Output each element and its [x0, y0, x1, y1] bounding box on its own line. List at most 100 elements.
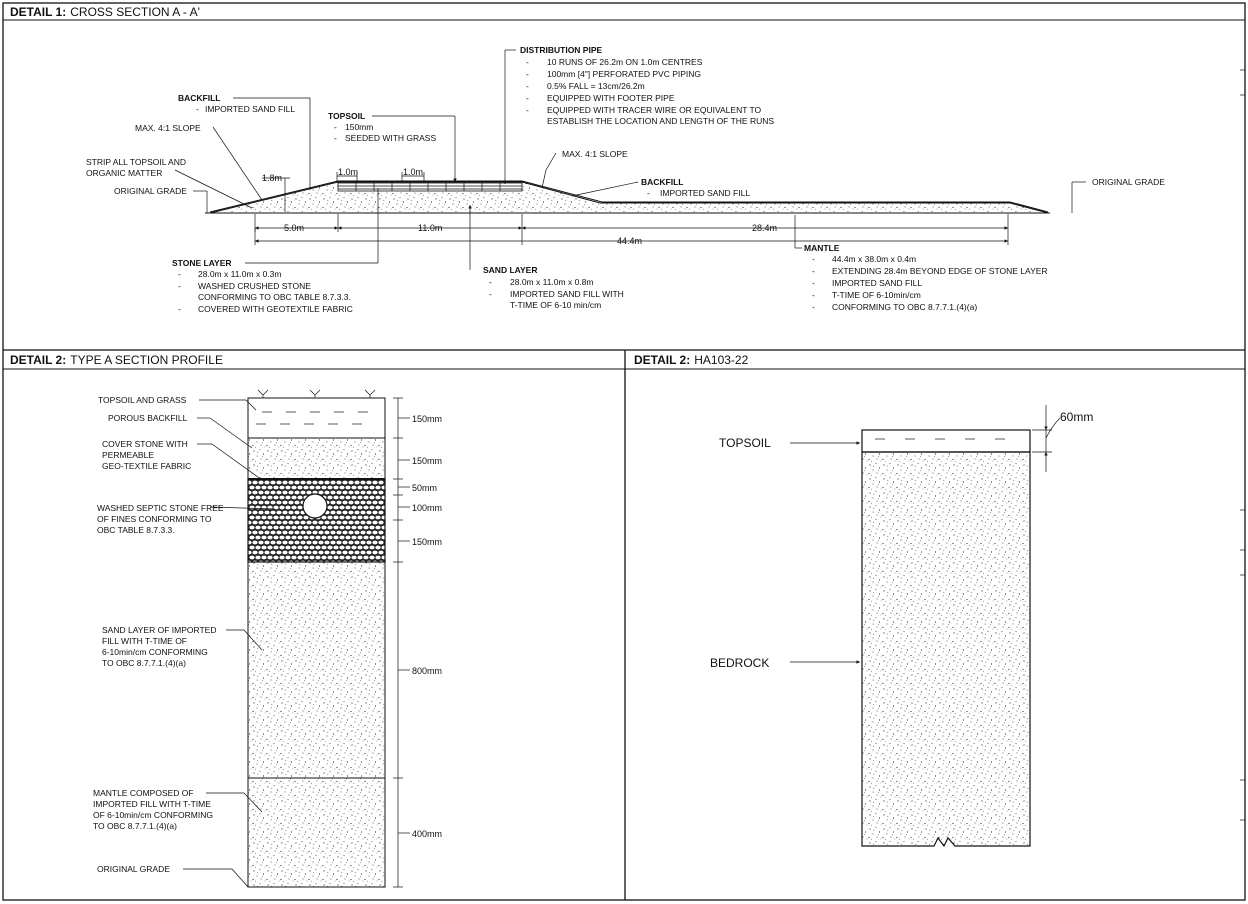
dim-1-0m-b: 1.0m	[403, 167, 423, 177]
profile-column	[247, 389, 386, 888]
dim-28-4m: 28.4m	[752, 223, 777, 233]
svg-text:OF 6-10min/cm CONFORMING: OF 6-10min/cm CONFORMING	[93, 810, 213, 820]
dim-1-8m: 1.8m	[262, 173, 282, 183]
max-slope-right-label: MAX. 4:1 SLOPE	[562, 149, 628, 159]
pipe-marks	[355, 183, 501, 191]
original-grade-right-label: ORIGINAL GRADE	[1092, 177, 1165, 187]
svg-text:CONFORMING TO OBC 8.7.7.1.(4)(: CONFORMING TO OBC 8.7.7.1.(4)(a)	[832, 302, 977, 312]
svg-text:28.0m x 11.0m x 0.3m: 28.0m x 11.0m x 0.3m	[198, 269, 281, 279]
svg-text:IMPORTED SAND FILL: IMPORTED SAND FILL	[832, 278, 922, 288]
cross-section-dimensions	[254, 172, 1009, 245]
dim-44-4m: 44.4m	[617, 236, 642, 246]
svg-text:COVER STONE WITH: COVER STONE WITH	[102, 439, 188, 449]
svg-text:0.5% FALL = 13cm/26.2m: 0.5% FALL = 13cm/26.2m	[547, 81, 645, 91]
strip-topsoil-callout: STRIP ALL TOPSOIL AND ORGANIC MATTER	[86, 157, 186, 178]
svg-text:PERMEABLE: PERMEABLE	[102, 450, 154, 460]
svg-text:-: -	[526, 81, 529, 91]
svg-text:150mm: 150mm	[345, 122, 373, 132]
profile-dim-4: 100mm	[412, 503, 442, 513]
svg-text:-: -	[526, 69, 529, 79]
svg-text:TOPSOIL: TOPSOIL	[328, 111, 365, 121]
svg-text:EQUIPPED WITH FOOTER PIPE: EQUIPPED WITH FOOTER PIPE	[547, 93, 675, 103]
svg-text:FILL WITH T-TIME OF: FILL WITH T-TIME OF	[102, 636, 187, 646]
topsoil-callout: TOPSOIL -150mm -SEEDED WITH GRASS	[328, 111, 436, 143]
sand-layer-callout: SAND LAYER - 28.0m x 11.0m x 0.8m - IMPORT…	[483, 265, 624, 310]
backfill-left-callout: BACKFILL -IMPORTED SAND FILL	[178, 93, 295, 114]
ha103-dim-60mm: 60mm	[1060, 410, 1093, 424]
svg-text:-: -	[178, 281, 181, 291]
svg-text:STRIP ALL TOPSOIL AND: STRIP ALL TOPSOIL AND	[86, 157, 186, 167]
svg-text:IMPORTED SAND FILL WITH: IMPORTED SAND FILL WITH	[510, 289, 624, 299]
profile-stone	[247, 478, 386, 563]
backfill-right-callout: BACKFILL -IMPORTED SAND FILL	[641, 177, 750, 198]
svg-text:-: -	[334, 122, 337, 132]
profile-pipe	[302, 493, 328, 519]
svg-text:-: -	[812, 302, 815, 312]
svg-text:-: -	[489, 289, 492, 299]
profile-cover-stone-label: COVER STONE WITH PERMEABLE GEO-TEXTILE F…	[102, 439, 191, 471]
svg-text:ESTABLISH THE LOCATION AND LEN: ESTABLISH THE LOCATION AND LENGTH OF THE…	[547, 116, 774, 126]
profile-mantle	[247, 777, 386, 888]
original-grade-left-label: ORIGINAL GRADE	[114, 186, 187, 196]
svg-text:10 RUNS OF 26.2m ON 1.0m CENTR: 10 RUNS OF 26.2m ON 1.0m CENTRES	[547, 57, 703, 67]
dim-1-0m-a: 1.0m	[338, 167, 358, 177]
svg-text:WASHED CRUSHED STONE: WASHED CRUSHED STONE	[198, 281, 311, 291]
max-slope-left-label: MAX. 4:1 SLOPE	[135, 123, 201, 133]
profile-dim-3: 50mm	[412, 483, 437, 493]
svg-text:-: -	[812, 290, 815, 300]
svg-text:-: -	[196, 104, 199, 114]
svg-text:-: -	[812, 278, 815, 288]
svg-text:WASHED SEPTIC STONE FREE: WASHED SEPTIC STONE FREE	[97, 503, 224, 513]
ha103-topsoil-label: TOPSOIL	[719, 436, 771, 450]
svg-text:GEO-TEXTILE FABRIC: GEO-TEXTILE FABRIC	[102, 461, 191, 471]
svg-text:TO OBC 8.7.7.1.(4)(a): TO OBC 8.7.7.1.(4)(a)	[102, 658, 186, 668]
svg-text:28.0m x 11.0m x 0.8m: 28.0m x 11.0m x 0.8m	[510, 277, 593, 287]
dim-11-0m: 11.0m	[418, 223, 442, 233]
profile-washed-stone-label: WASHED SEPTIC STONE FREE OF FINES CONFOR…	[97, 503, 224, 535]
svg-text:44.4m x 38.0m x 0.4m: 44.4m x 38.0m x 0.4m	[832, 254, 916, 264]
svg-text:EXTENDING 28.4m BEYOND EDGE OF: EXTENDING 28.4m BEYOND EDGE OF STONE LAY…	[832, 266, 1048, 276]
profile-topsoil	[247, 397, 386, 439]
profile-mantle-label: MANTLE COMPOSED OF IMPORTED FILL WITH T-…	[93, 788, 213, 831]
svg-text:-: -	[489, 277, 492, 287]
svg-text:IMPORTED SAND FILL: IMPORTED SAND FILL	[660, 188, 750, 198]
svg-text:-: -	[526, 93, 529, 103]
stone-bed	[337, 182, 523, 192]
ha103-topsoil	[861, 429, 1031, 453]
profile-dim-2: 150mm	[412, 456, 442, 466]
svg-text:DISTRIBUTION PIPE: DISTRIBUTION PIPE	[520, 45, 603, 55]
profile-topsoil-label: TOPSOIL AND GRASS	[98, 395, 187, 405]
profile-sand-layer-label: SAND LAYER OF IMPORTED FILL WITH T-TIME …	[102, 625, 216, 668]
svg-text:100mm [4"] PERFORATED PVC PIPI: 100mm [4"] PERFORATED PVC PIPING	[547, 69, 701, 79]
svg-text:-: -	[812, 266, 815, 276]
svg-text:SAND LAYER: SAND LAYER	[483, 265, 537, 275]
svg-text:-: -	[178, 269, 181, 279]
mantle-fill	[209, 181, 1049, 214]
svg-text:-: -	[647, 188, 650, 198]
ha103-bedrock	[861, 451, 1031, 848]
svg-text:MANTLE COMPOSED OF: MANTLE COMPOSED OF	[93, 788, 194, 798]
detail1-title: DETAIL 1:CROSS SECTION A - A'	[10, 5, 200, 19]
profile-dim-6: 800mm	[412, 666, 442, 676]
svg-text:OF FINES CONFORMING TO: OF FINES CONFORMING TO	[97, 514, 212, 524]
svg-text:ORGANIC MATTER: ORGANIC MATTER	[86, 168, 162, 178]
profile-porous-backfill-label: POROUS BACKFILL	[108, 413, 188, 423]
svg-text:TO OBC 8.7.7.1.(4)(a): TO OBC 8.7.7.1.(4)(a)	[93, 821, 177, 831]
svg-text:IMPORTED FILL WITH T-TIME: IMPORTED FILL WITH T-TIME	[93, 799, 211, 809]
profile-dim-5: 150mm	[412, 537, 442, 547]
cross-section-leaders	[174, 49, 1086, 270]
svg-text:-: -	[334, 133, 337, 143]
ha103-bedrock-label: BEDROCK	[710, 656, 769, 670]
svg-text:-: -	[178, 304, 181, 314]
edge-ticks	[1240, 69, 1245, 821]
stone-layer-callout: STONE LAYER - 28.0m x 11.0m x 0.3m - WASHE…	[172, 258, 353, 314]
profile-original-grade-label: ORIGINAL GRADE	[97, 864, 170, 874]
svg-text:-: -	[812, 254, 815, 264]
distribution-pipe-callout: DISTRIBUTION PIPE - 10 RUNS OF 26.2m ON 1…	[520, 45, 774, 126]
svg-text:T-TIME OF 6-10min/cm: T-TIME OF 6-10min/cm	[832, 290, 921, 300]
mantle-callout: MANTLE -44.4m x 38.0m x 0.4m -EXTENDING …	[804, 243, 1048, 312]
svg-text:STONE LAYER: STONE LAYER	[172, 258, 232, 268]
profile-sand-layer	[247, 561, 386, 779]
